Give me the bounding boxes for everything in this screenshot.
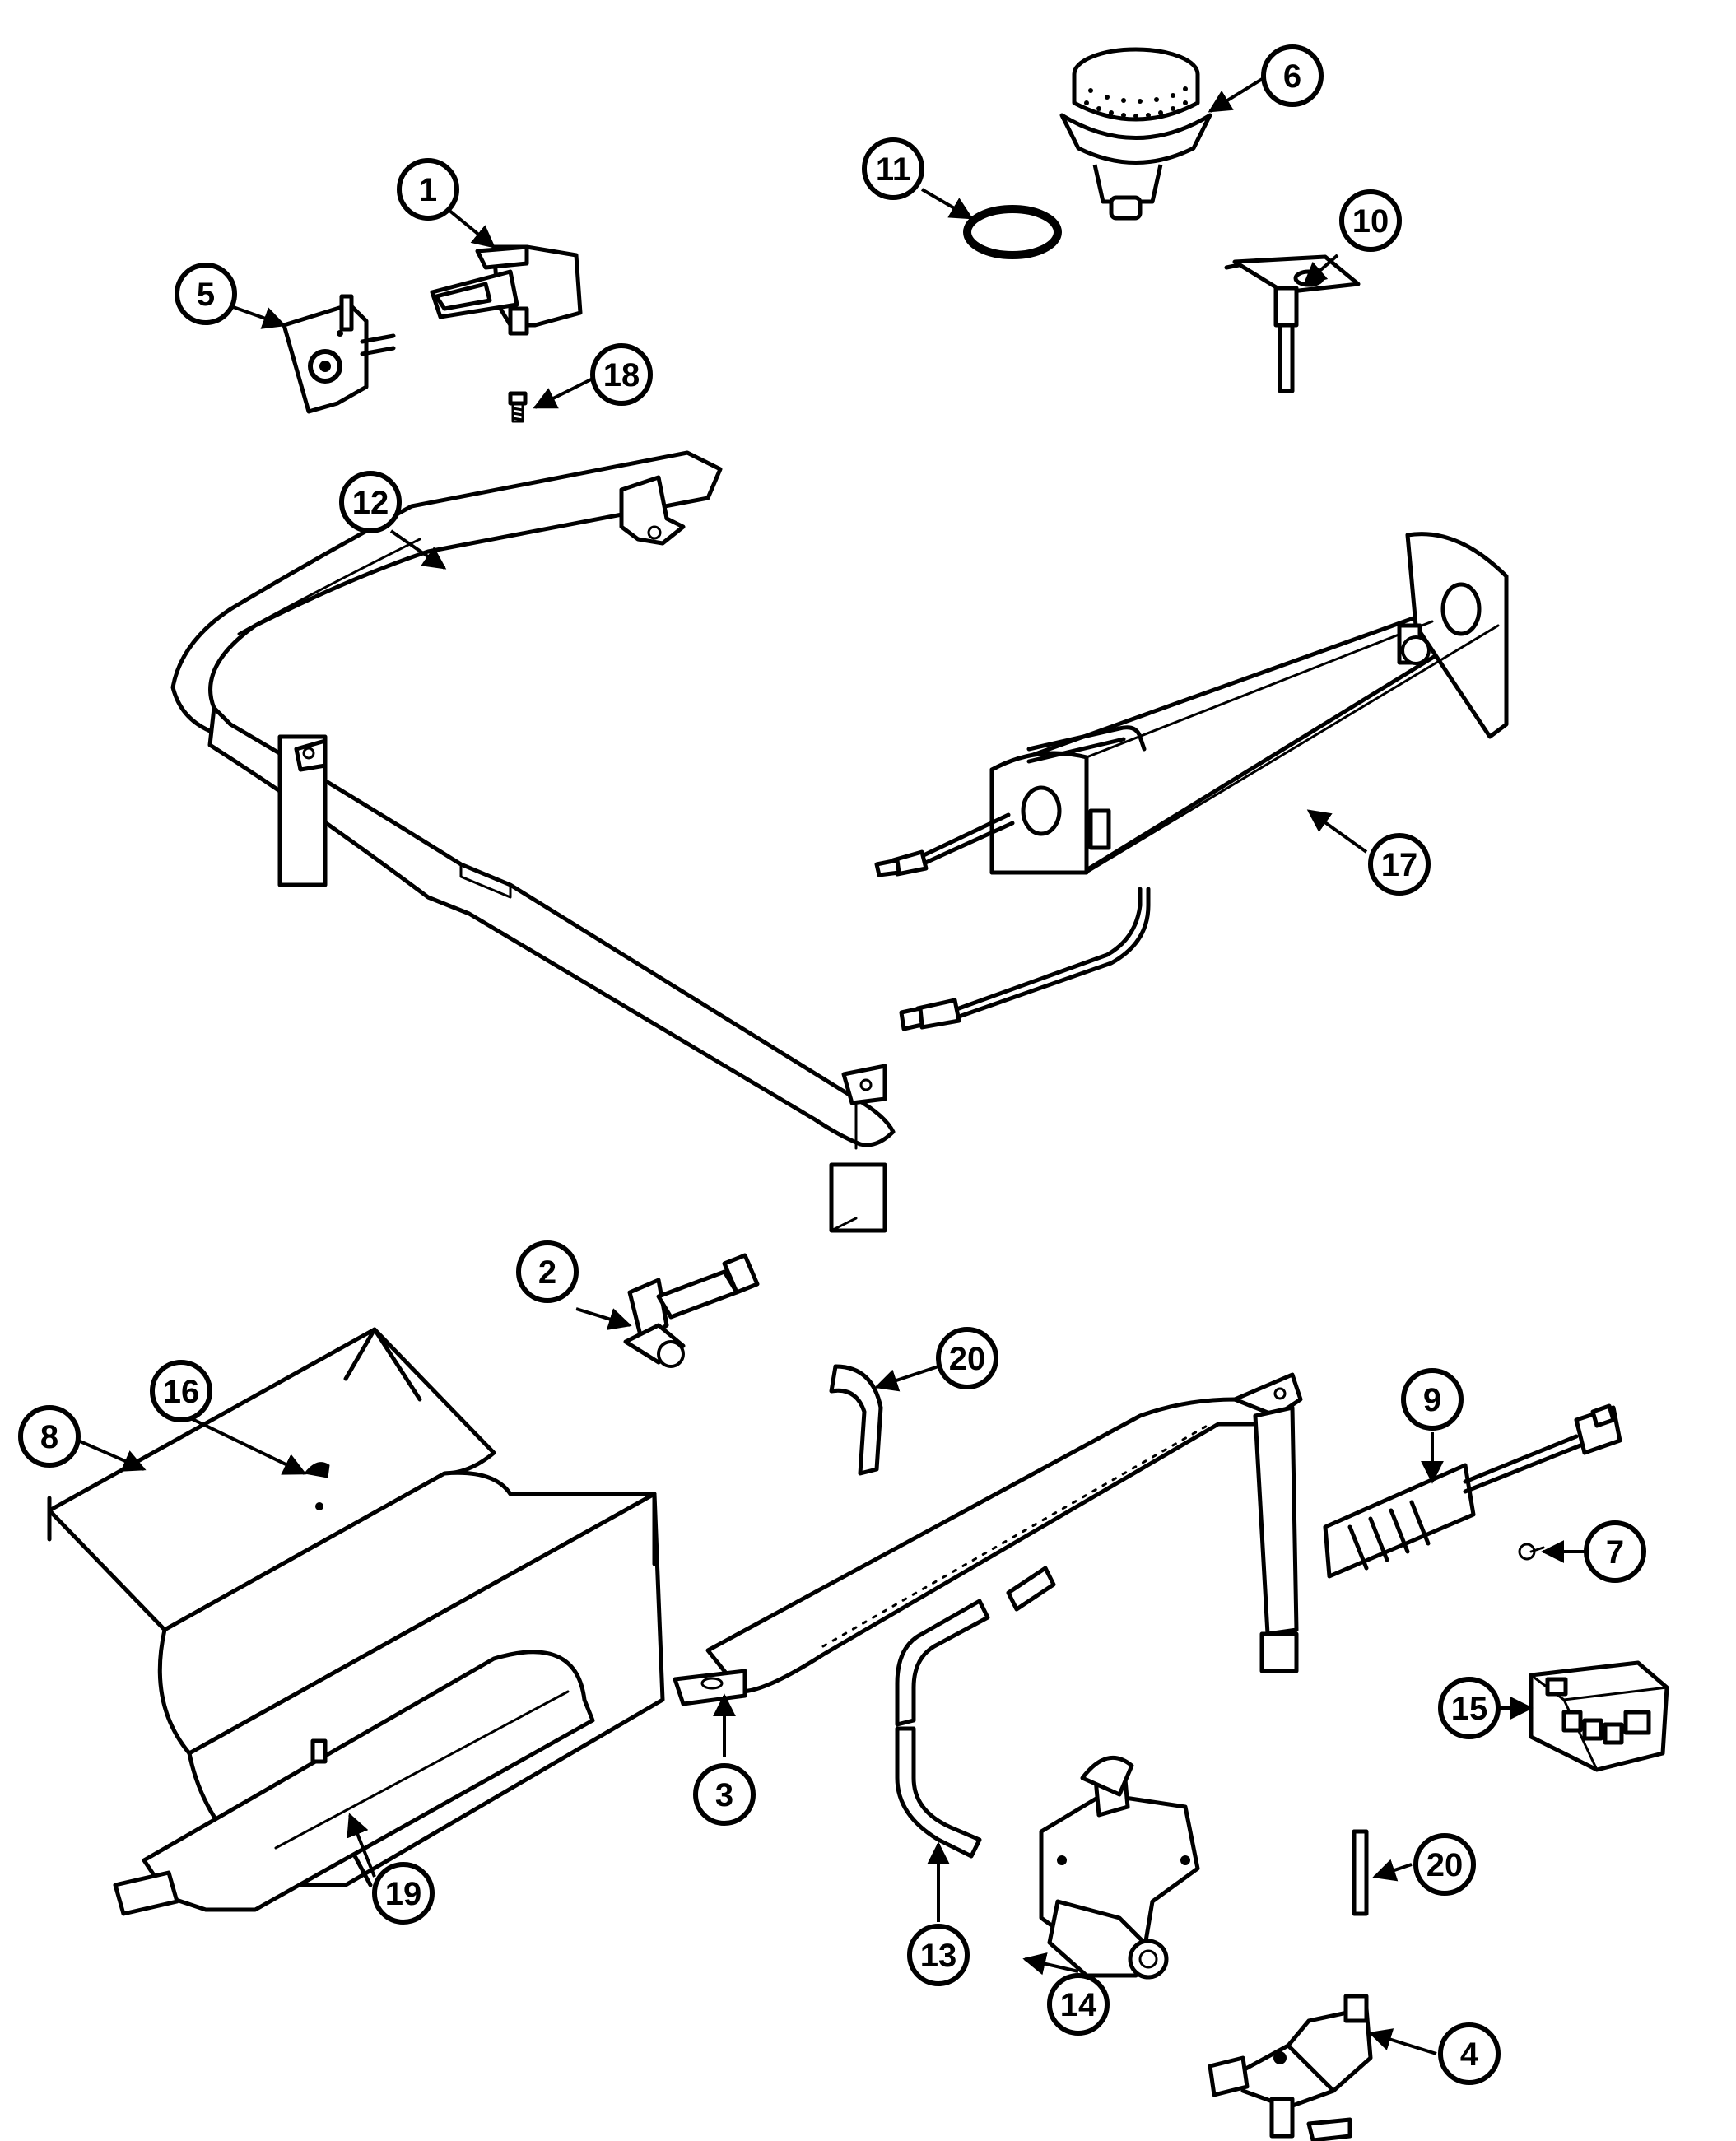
callout-1: 1: [397, 158, 459, 221]
callout-7-label: 7: [1606, 1534, 1624, 1571]
part-20-tube-lower: [1352, 1829, 1369, 1916]
callout-13-label: 13: [920, 1938, 957, 1974]
callout-8: 8: [18, 1405, 81, 1468]
callout-5-label: 5: [197, 277, 215, 313]
part-11-o-ring: [963, 205, 1062, 259]
callout-16: 16: [150, 1360, 212, 1422]
callout-2-label: 2: [538, 1254, 556, 1291]
part-19-burner-tube: [113, 1650, 595, 1916]
part-4-valve: [1208, 1994, 1373, 2141]
callout-4: 4: [1438, 2022, 1501, 2085]
callout-2: 2: [516, 1240, 579, 1303]
part-14-pressure-regulator: [1039, 1756, 1200, 1980]
part-10-electrode-bracket: [1224, 254, 1361, 393]
callout-9: 9: [1401, 1368, 1464, 1431]
part-15-ignition-module: [1529, 1660, 1669, 1772]
callout-19-label: 19: [385, 1876, 422, 1912]
callout-17-label: 17: [1381, 847, 1418, 883]
callout-6: 6: [1261, 44, 1324, 107]
callout-14: 14: [1047, 1973, 1110, 2036]
part-18-screw: [508, 391, 528, 423]
callout-3-label: 3: [715, 1777, 733, 1813]
callout-3: 3: [693, 1763, 756, 1826]
callout-10-label: 10: [1352, 203, 1389, 240]
callout-11: 11: [862, 137, 924, 200]
callout-10: 10: [1339, 189, 1402, 252]
callout-1-label: 1: [419, 172, 437, 208]
callout-20-lower-label: 20: [1426, 1847, 1464, 1883]
callout-17: 17: [1368, 833, 1431, 896]
callout-19: 19: [372, 1862, 435, 1925]
callout-12: 12: [339, 471, 402, 533]
part-6-burner-cap: [1059, 47, 1212, 221]
callout-15-label: 15: [1451, 1691, 1488, 1727]
callout-6-label: 6: [1283, 58, 1301, 95]
leader-lines: [77, 77, 1585, 2055]
part-1-valve-stem-housing: [430, 244, 583, 336]
part-3-burner: [673, 1372, 1303, 1706]
part-17-burner-box: [874, 532, 1509, 1031]
callout-11-label: 11: [876, 151, 910, 188]
part-5-ignitor-switch: [282, 294, 396, 414]
callout-20-upper-label: 20: [949, 1341, 986, 1377]
callout-12-label: 12: [352, 485, 389, 521]
callout-18-label: 18: [603, 357, 640, 393]
callout-5: 5: [175, 263, 237, 325]
callout-20-lower: 20: [1413, 1833, 1476, 1896]
part-2-orifice-fitting: [623, 1253, 760, 1368]
part-13-tubing: [895, 1566, 1056, 1859]
part-9-spark-module: [1323, 1403, 1622, 1579]
callout-9-label: 9: [1423, 1382, 1441, 1418]
part-7-screw: [1518, 1543, 1545, 1561]
part-12-manifold-frame: [170, 450, 896, 1233]
callout-15: 15: [1438, 1677, 1501, 1739]
callout-20-upper: 20: [936, 1327, 998, 1389]
callout-7: 7: [1584, 1520, 1646, 1583]
callout-18: 18: [590, 343, 653, 406]
callout-13: 13: [907, 1924, 970, 1986]
callout-8-label: 8: [40, 1419, 58, 1455]
callout-4-label: 4: [1460, 2036, 1479, 2073]
part-20-tube-upper: [829, 1364, 883, 1476]
callout-16-label: 16: [163, 1374, 200, 1410]
callout-14-label: 14: [1060, 1987, 1097, 2023]
